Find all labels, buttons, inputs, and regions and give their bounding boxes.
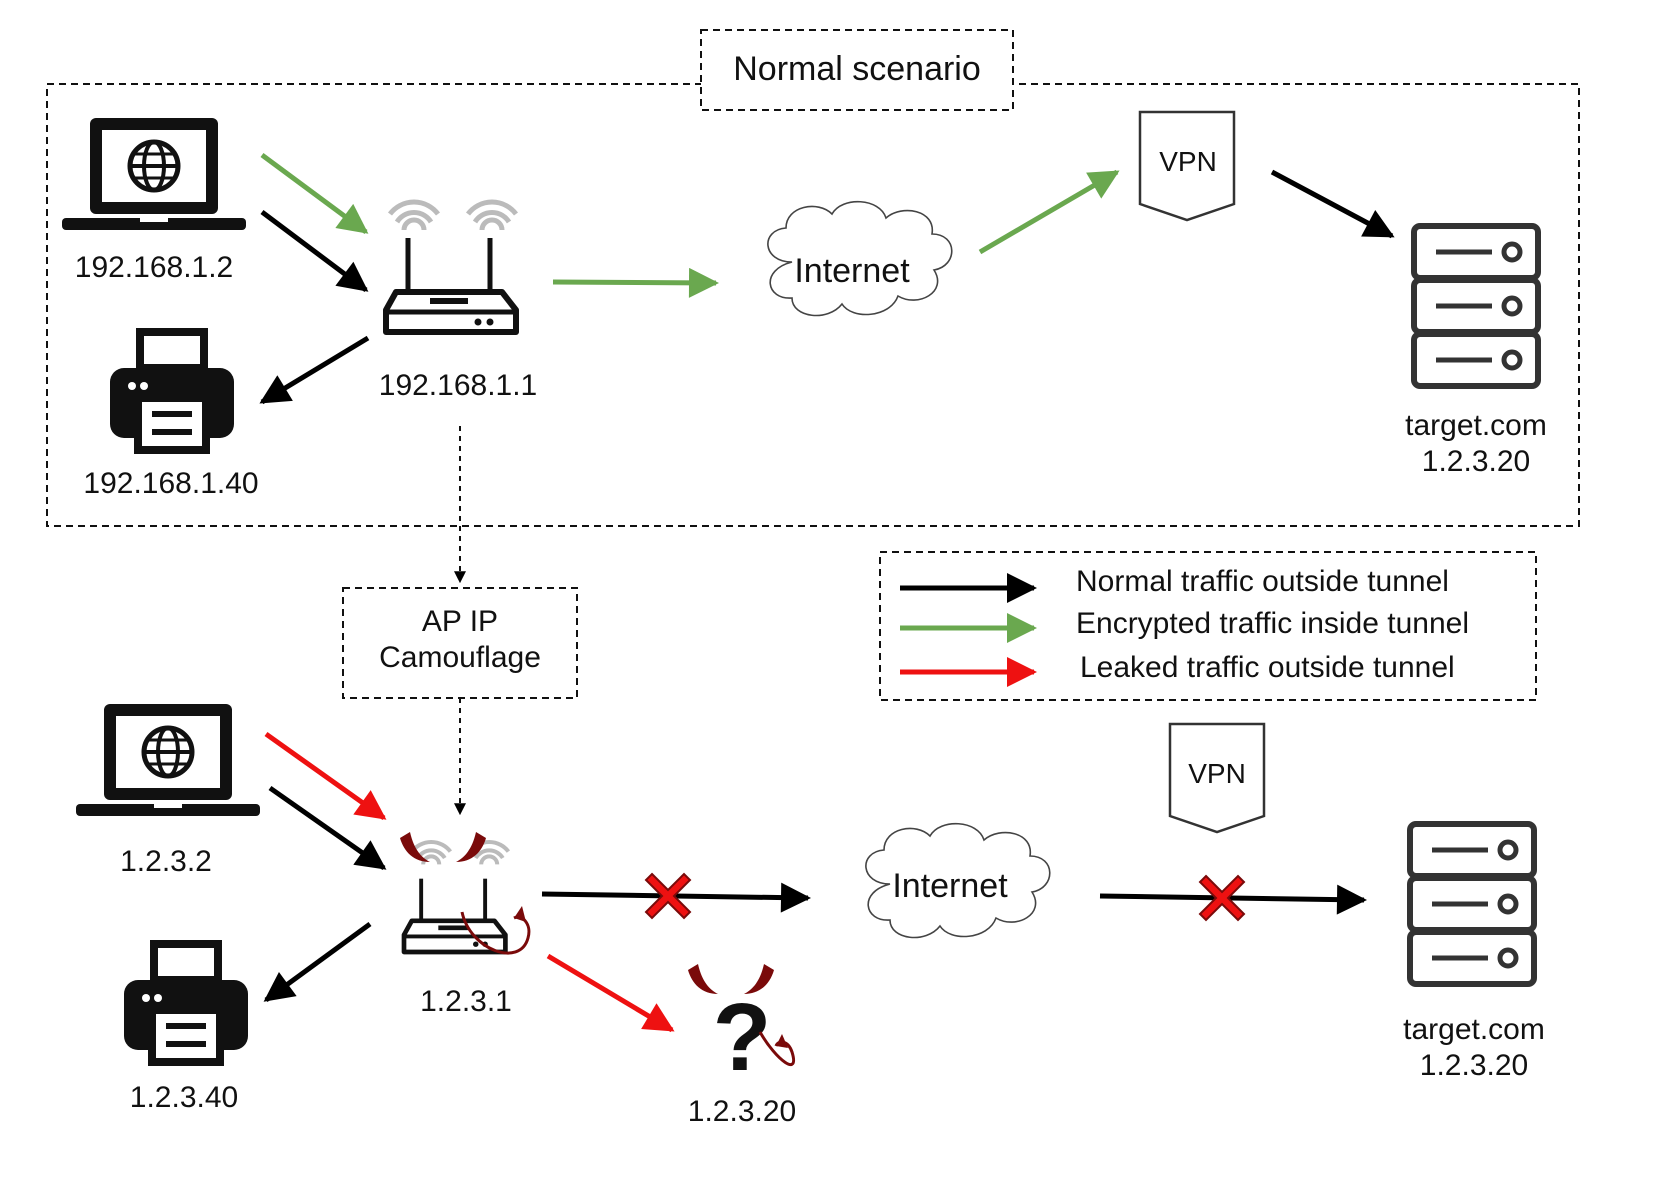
normal-printer-ip: 192.168.1.40 [83, 467, 259, 500]
camouflage-line1: AP IP [421, 605, 499, 638]
arrow-encrypted [978, 169, 1120, 255]
server-icon [1414, 226, 1538, 386]
normal-internet-label: Internet [794, 252, 910, 290]
normal-target-name: target.com [1405, 409, 1547, 442]
attack-internet-label: Internet [892, 867, 1008, 905]
rogue-router-icon [404, 879, 505, 952]
wifi-icon [468, 202, 516, 230]
attack-laptop-ip: 1.2.3.2 [120, 845, 212, 878]
arrow-normal [260, 210, 369, 292]
attack-vpn-label: VPN [1188, 758, 1246, 789]
scenario-title-box [700, 29, 1014, 111]
arrow-normal [259, 335, 370, 405]
arrow-normal [268, 785, 387, 871]
normal-router-ip: 192.168.1.1 [378, 369, 538, 402]
arrow-encrypted [260, 152, 369, 235]
wifi-icon [390, 202, 438, 230]
attack-target-name: target.com [1403, 1013, 1545, 1046]
arrow-encrypted [552, 267, 719, 298]
arrow-leaked [546, 953, 675, 1033]
camouflage-box [342, 587, 578, 699]
normal-vpn-label: VPN [1159, 146, 1217, 177]
printer-icon [110, 332, 234, 450]
server-icon [1410, 824, 1534, 984]
arrow-normal [1270, 169, 1395, 239]
normal-target-ip: 1.2.3.20 [1421, 445, 1531, 478]
printer-icon [124, 944, 248, 1062]
attack-router-ip: 1.2.3.1 [420, 985, 512, 1018]
normal-scenario-border [46, 83, 1580, 527]
arrow-normal [263, 921, 372, 1003]
camouflage-line2: Camouflage [379, 641, 541, 674]
router-icon [386, 238, 516, 332]
legend-label-normal: Normal traffic outside tunnel [1076, 565, 1449, 598]
legend-label-leaked: Leaked traffic outside tunnel [1080, 651, 1455, 684]
attack-target-ip: 1.2.3.20 [1419, 1049, 1529, 1082]
attack-printer-ip: 1.2.3.40 [129, 1081, 239, 1114]
arrow-leaked [264, 731, 387, 821]
normal-laptop-ip: 192.168.1.2 [74, 251, 234, 284]
laptop-icon [76, 704, 260, 816]
scenario-title: Normal scenario [733, 50, 981, 88]
legend-label-encrypted: Encrypted traffic inside tunnel [1076, 607, 1470, 640]
rogue-host-ip: 1.2.3.20 [687, 1095, 797, 1128]
laptop-icon [62, 118, 246, 230]
arrow-normal [1099, 884, 1367, 915]
